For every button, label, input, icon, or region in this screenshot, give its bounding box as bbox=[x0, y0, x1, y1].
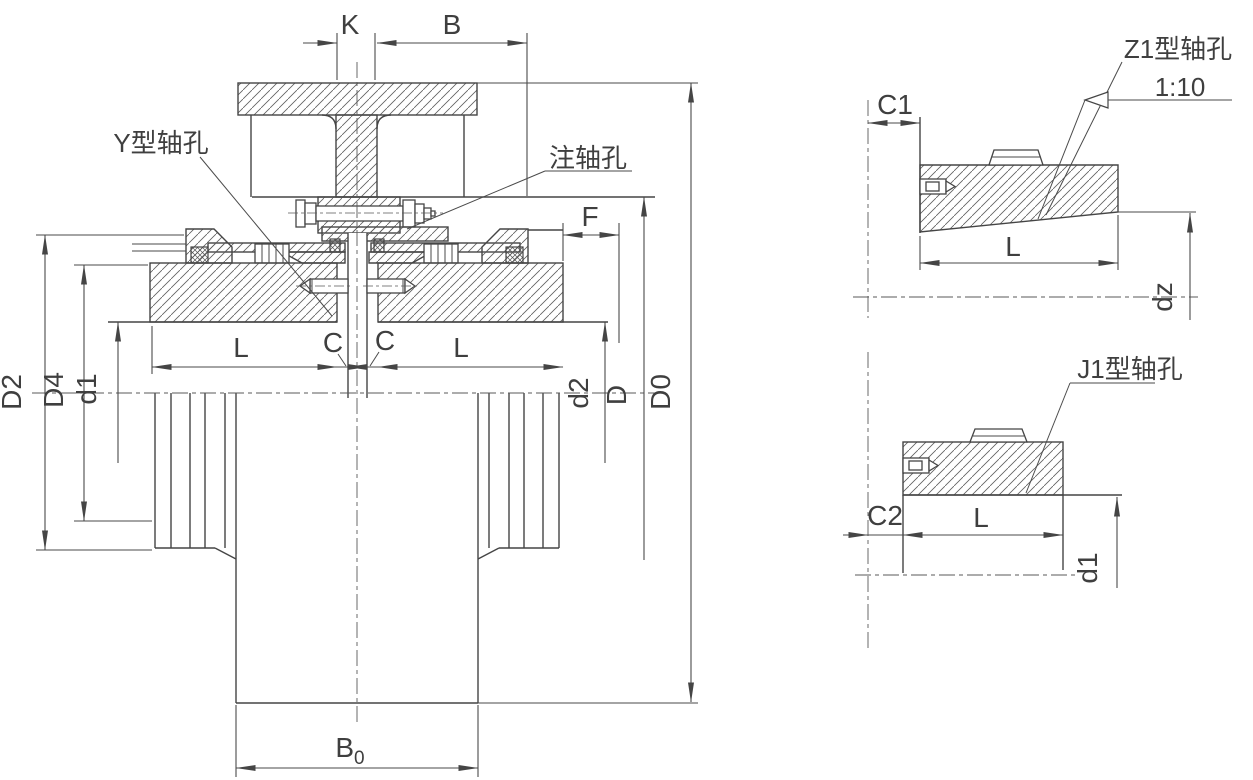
z1-set-screw bbox=[919, 178, 957, 195]
dim-label-d-cap: D bbox=[601, 385, 632, 405]
dim-label-k: K bbox=[341, 9, 360, 40]
dim-label-d0-cap: D0 bbox=[645, 374, 676, 410]
j1-shaft-hole-view: C2 L d1 J1型轴孔 bbox=[843, 352, 1183, 650]
dim-label-c2: C2 bbox=[867, 500, 903, 531]
center-stud bbox=[348, 233, 367, 398]
dim-label-d1-low: d1 bbox=[71, 373, 102, 404]
dim-label-j1-d1: d1 bbox=[1072, 552, 1103, 583]
z1-hub bbox=[919, 164, 1119, 233]
z1-shaft-hole-view: C1 L dz Z1型轴孔 1:10 bbox=[853, 34, 1232, 320]
left-seal-ring bbox=[190, 246, 209, 264]
right-hub bbox=[377, 262, 564, 323]
dim-label-l-left: L bbox=[233, 332, 249, 363]
flange-bolt-assembly bbox=[288, 196, 443, 234]
bottom-half-silhouette bbox=[154, 393, 698, 704]
dim-label-d4-cap: D4 bbox=[38, 372, 69, 408]
dim-label-f: F bbox=[581, 201, 598, 232]
label-z1-hole: Z1型轴孔 bbox=[1124, 34, 1232, 64]
bolt-head bbox=[295, 199, 306, 228]
dim-label-dz: dz bbox=[1147, 282, 1178, 312]
dim-label-c-left: C bbox=[323, 327, 343, 358]
dim-label-z1-l: L bbox=[1005, 231, 1021, 262]
leader-j1-hole bbox=[1025, 382, 1071, 494]
dim-label-c1: C1 bbox=[877, 89, 913, 120]
dim-label-j1-l: L bbox=[973, 502, 989, 533]
dim-label-l-right: L bbox=[453, 332, 469, 363]
dim-label-b0: B0 bbox=[335, 732, 364, 769]
sleeve-and-seals bbox=[132, 226, 563, 264]
main-section-view: K B B0 L C C L F bbox=[0, 9, 698, 777]
hubs-section bbox=[108, 233, 608, 398]
main-dimensions: K B B0 L C C L F bbox=[0, 9, 694, 777]
label-y-hole: Y型轴孔 bbox=[113, 128, 208, 158]
bolt-shank bbox=[315, 205, 404, 222]
label-taper: 1:10 bbox=[1155, 72, 1206, 102]
left-pin bbox=[296, 277, 352, 295]
gear-teeth-right bbox=[423, 243, 459, 264]
label-note-hole: 注轴孔 bbox=[549, 143, 627, 173]
main-callouts: Y型轴孔 注轴孔 bbox=[113, 128, 632, 317]
taper-annotation: 1:10 bbox=[1037, 72, 1232, 220]
right-pin bbox=[363, 277, 419, 295]
dim-label-b: B bbox=[443, 9, 462, 40]
dim-label-d2-low: d2 bbox=[563, 377, 594, 408]
right-seal-ring bbox=[505, 246, 524, 264]
j1-set-screw bbox=[902, 457, 940, 474]
gear-teeth-left bbox=[254, 243, 290, 264]
leader-y-hole bbox=[199, 156, 333, 317]
bolt-nut bbox=[402, 199, 416, 228]
leader-note-hole bbox=[406, 170, 546, 230]
taper-symbol-icon bbox=[1083, 91, 1109, 109]
left-hub bbox=[149, 262, 338, 323]
dim-label-d2-cap: D2 bbox=[0, 374, 27, 410]
leader-z1-hole bbox=[1045, 61, 1123, 216]
brake-wheel-section bbox=[237, 82, 698, 198]
label-j1-hole: J1型轴孔 bbox=[1077, 354, 1182, 384]
dim-label-c-right: C bbox=[375, 325, 395, 356]
